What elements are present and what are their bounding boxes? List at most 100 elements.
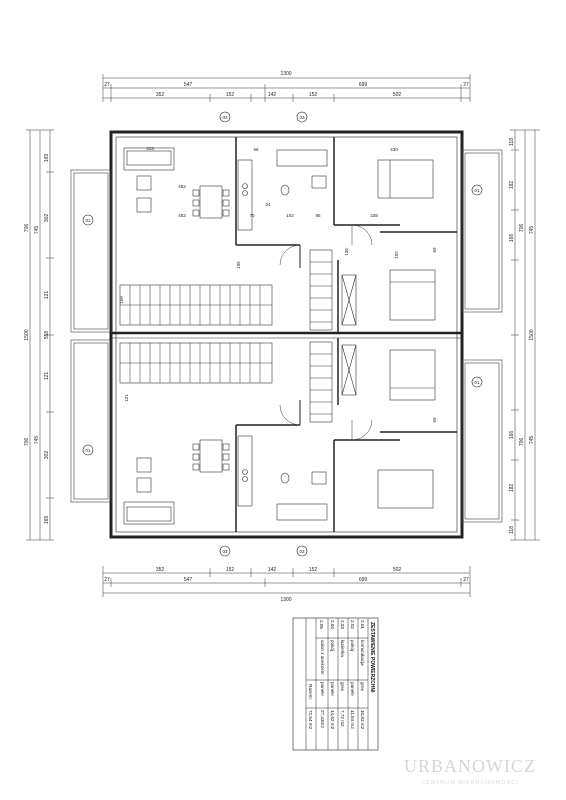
section-mark-4: 01 (474, 188, 480, 193)
area-row-2-no: 2.02 (350, 620, 355, 629)
area-row-1-name: komunikacja (360, 640, 365, 666)
dim-left-12: 706 (24, 438, 30, 447)
dim-bottom-6: 27 (104, 577, 110, 583)
area-row-1-floor: gres (360, 682, 365, 692)
area-row-3-area: 7,72 m2 (340, 710, 345, 727)
dim-top-3: 699 (359, 82, 368, 88)
dim-interior-1: 313 (146, 146, 154, 151)
area-row-5-name: salon z aneksem (320, 640, 325, 675)
dim-bottom-5: 502 (393, 567, 402, 573)
area-row-3-floor: gres (340, 682, 345, 692)
dim-overall-top: 1300 (280, 71, 291, 77)
dim-top-1: 27 (104, 82, 110, 88)
dim-interior-2: 453 (178, 184, 186, 189)
section-mark-2: 03 (299, 115, 305, 120)
dim-top-6: 152 (226, 92, 235, 98)
section-mark-5: 03 (222, 549, 228, 554)
top-dimension-lines (102, 74, 471, 102)
section-mark-3: 01 (85, 218, 91, 223)
dim-top-9: 502 (393, 92, 402, 98)
section-mark-1: 03 (222, 115, 228, 120)
area-row-5-area: 27,43m2 (320, 710, 325, 728)
dim-interior-14: 159 (119, 296, 124, 304)
dim-interior-7: 328 (370, 213, 378, 218)
area-row-4-floor: panele (330, 682, 335, 696)
dim-right-11: 745 (529, 436, 535, 445)
dim-interior-10: 70 (249, 213, 255, 218)
dim-bottom-9: 27 (463, 577, 469, 583)
dim-right-4: 166 (509, 431, 515, 440)
dim-top-2: 547 (184, 82, 193, 88)
dim-interior-3: 453 (178, 213, 186, 218)
watermark-tagline: CENTRUM NIERUCHOMOŚCI (421, 778, 518, 786)
dim-interior-18: 102 (394, 251, 399, 259)
area-row-4-name: pokój (330, 640, 335, 651)
building-walls (109, 130, 464, 539)
area-row-4-no: 2.04 (330, 620, 335, 629)
dim-right-2: 182 (509, 181, 515, 190)
dim-right-6: 118 (509, 526, 515, 534)
area-total-value: 72,54 m2 (308, 710, 313, 730)
dim-interior-4: 58 (253, 147, 259, 152)
dim-top-5: 352 (156, 92, 165, 98)
dim-right-5: 182 (509, 484, 515, 493)
area-row-3-no: 2.03 (340, 620, 345, 629)
dim-interior-6: 430 (390, 147, 398, 152)
area-row-1-no: 2.01 (360, 620, 365, 629)
dim-bottom-4: 152 (309, 567, 318, 573)
dim-right-8: 706 (519, 438, 525, 447)
area-row-2-floor: panele (350, 682, 355, 696)
dim-bottom-8: 699 (359, 577, 368, 583)
right-dimension-lines (510, 129, 540, 541)
dim-interior-16: 69 (432, 247, 437, 253)
dim-right-1: 118 (509, 138, 515, 146)
dim-interior-11: 24 (265, 202, 271, 207)
dim-bottom-2: 152 (226, 567, 235, 573)
area-table-title: ZESTAWIENIE POWIERZCHNI (369, 622, 375, 693)
dim-interior-17: 69 (432, 417, 437, 423)
dim-right-3: 166 (509, 234, 515, 243)
dim-left-3: 121 (44, 291, 50, 300)
dim-bottom-1: 352 (156, 567, 165, 573)
dim-bottom-3: 142 (268, 567, 277, 573)
furniture-upper (119, 147, 436, 331)
bottom-dimension-lines (102, 566, 471, 597)
dim-interior-15: 121 (124, 394, 129, 402)
dim-top-8: 152 (309, 92, 318, 98)
dim-left-1: 169 (44, 154, 50, 163)
dim-left-6: 302 (44, 451, 50, 460)
area-row-5-floor: panele (320, 682, 325, 696)
area-row-3-name: łazienka (340, 640, 345, 657)
area-row-2-name: pokój (350, 640, 355, 651)
door-swings (279, 224, 373, 441)
section-mark-7: 01 (85, 448, 91, 453)
dim-left-4: 558 (44, 331, 50, 340)
dim-left-11: 1500 (24, 329, 30, 340)
dim-left-9: 745 (34, 436, 40, 445)
dim-interior-13: 195 (236, 261, 241, 269)
dim-right-7: 706 (519, 224, 525, 233)
area-row-5-no: 2.05 (319, 620, 324, 629)
dim-interior-9: 95 (315, 213, 321, 218)
dim-top-7: 142 (268, 92, 277, 98)
dim-left-2: 302 (44, 214, 50, 223)
dim-interior-8: 102 (286, 213, 294, 218)
dim-left-7: 169 (44, 516, 50, 525)
area-row-4-area: 14,62 m2 (330, 710, 335, 730)
section-mark-8: 01 (474, 380, 480, 385)
dim-left-8: 745 (34, 226, 40, 235)
area-row-1-area: 10,83 m2 (360, 710, 365, 730)
area-row-2-area: 11,54 m2 (350, 710, 355, 729)
dim-overall-bottom: 1300 (280, 597, 291, 603)
watermark-brand: URBANOWICZ (404, 756, 536, 776)
left-dimension-lines (26, 129, 54, 541)
balconies (70, 149, 503, 523)
section-mark-6: 03 (299, 549, 305, 554)
dim-interior-19: 126 (344, 248, 349, 256)
section-markers (82, 111, 483, 557)
furniture-lower (119, 341, 436, 525)
area-total-label: Razem: (308, 684, 313, 700)
dim-right-10: 1500 (529, 329, 535, 340)
dim-top-4: 27 (463, 82, 469, 88)
